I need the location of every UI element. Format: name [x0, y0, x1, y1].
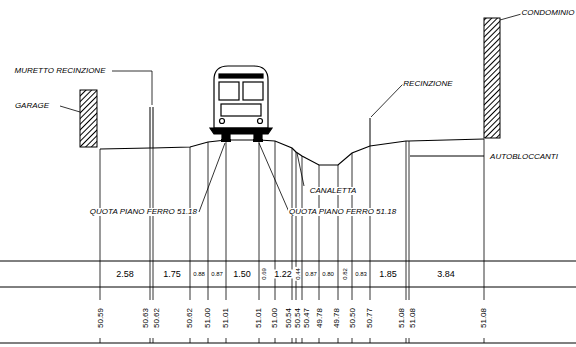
dimension: 0.83	[354, 271, 368, 277]
dimension: 1.22	[273, 270, 293, 279]
building-wall	[484, 18, 500, 138]
tick-mark	[190, 338, 191, 343]
dimension: 0.87	[304, 271, 318, 277]
dimension: 2.58	[115, 270, 135, 279]
callout-label: GARAGE	[14, 102, 50, 110]
elevation: 51.08	[398, 307, 406, 329]
reference-line	[208, 142, 209, 300]
elevation: 51.01	[222, 307, 230, 329]
elevation: 49.78	[316, 307, 324, 329]
callout-label: CONDOMINIO	[521, 9, 576, 17]
callout-label: RECINZIONE	[402, 80, 453, 88]
dimension: 0.80	[321, 271, 335, 277]
callout-label: QUOTA PIANO FERRO 51.18	[89, 208, 198, 216]
reference-line	[352, 153, 353, 300]
reference-line	[190, 147, 191, 300]
wall-line	[150, 107, 151, 148]
callout-label: QUOTA PIANO FERRO 51.18	[288, 208, 397, 216]
dimension: 1.75	[162, 270, 182, 279]
dimension: 0.82	[342, 267, 348, 281]
elevation: 50.62	[186, 307, 194, 329]
elevation: 50.62	[153, 307, 161, 329]
tick-mark	[370, 338, 371, 343]
reference-line	[302, 156, 303, 300]
elevation: 50.63	[142, 307, 150, 329]
elevation: 51.00	[271, 307, 279, 329]
garage-wall	[80, 90, 97, 147]
callout-label: MURETTO RECINZIONE	[14, 67, 107, 75]
tick-mark	[275, 338, 276, 343]
train-front	[210, 66, 272, 139]
dimension: 0.87	[210, 271, 224, 277]
reference-line	[409, 141, 410, 300]
tick-mark	[226, 338, 227, 343]
callout-label: AUTOBLOCCANTI	[489, 153, 559, 161]
reference-line	[100, 149, 101, 300]
elevation: 50.54	[285, 307, 293, 329]
table-band	[0, 261, 576, 343]
elevation: 51.01	[255, 307, 263, 329]
elevation: 51.08	[480, 307, 488, 329]
reference-line	[319, 165, 320, 300]
paving-line	[410, 156, 484, 157]
tick-mark	[484, 338, 485, 343]
dimension: 0.44	[295, 267, 301, 281]
tick-mark	[100, 338, 101, 343]
leader-line	[60, 13, 525, 212]
elevation: 49.78	[333, 307, 341, 329]
elevation: 51.00	[204, 307, 212, 329]
tick-mark	[150, 338, 151, 343]
tick-mark	[208, 338, 209, 343]
tick-mark	[292, 338, 293, 343]
reference-line	[338, 165, 339, 300]
reference-line	[370, 146, 371, 300]
tick-mark	[319, 338, 320, 343]
tick-mark	[153, 338, 154, 343]
elevation: 51.08	[409, 307, 417, 329]
dimension: 0.69	[261, 267, 267, 281]
tick-mark	[409, 338, 410, 343]
elevation: 50.54	[294, 307, 302, 329]
dimension: 0.88	[192, 271, 206, 277]
elevation: 50.50	[349, 307, 357, 329]
tick-mark	[296, 338, 297, 343]
reference-line	[226, 140, 227, 300]
elevation: 50.59	[97, 307, 105, 329]
reference-line	[406, 141, 407, 300]
elevation: 50.77	[366, 307, 374, 329]
fence-line	[370, 118, 371, 146]
tick-mark	[406, 338, 407, 343]
callout-label: CANALETTA	[309, 187, 358, 195]
wall-line	[153, 107, 154, 148]
elevation: 50.47	[303, 307, 311, 329]
reference-line	[259, 140, 260, 300]
tick-mark	[352, 338, 353, 343]
tick-mark	[338, 338, 339, 343]
dimension: 3.84	[436, 270, 456, 279]
reference-line	[484, 139, 485, 300]
reference-line	[153, 148, 154, 300]
dimension: 1.85	[378, 270, 398, 279]
tick-mark	[302, 338, 303, 343]
dimension: 1.50	[232, 270, 252, 279]
reference-line	[150, 148, 151, 300]
tick-mark	[259, 338, 260, 343]
